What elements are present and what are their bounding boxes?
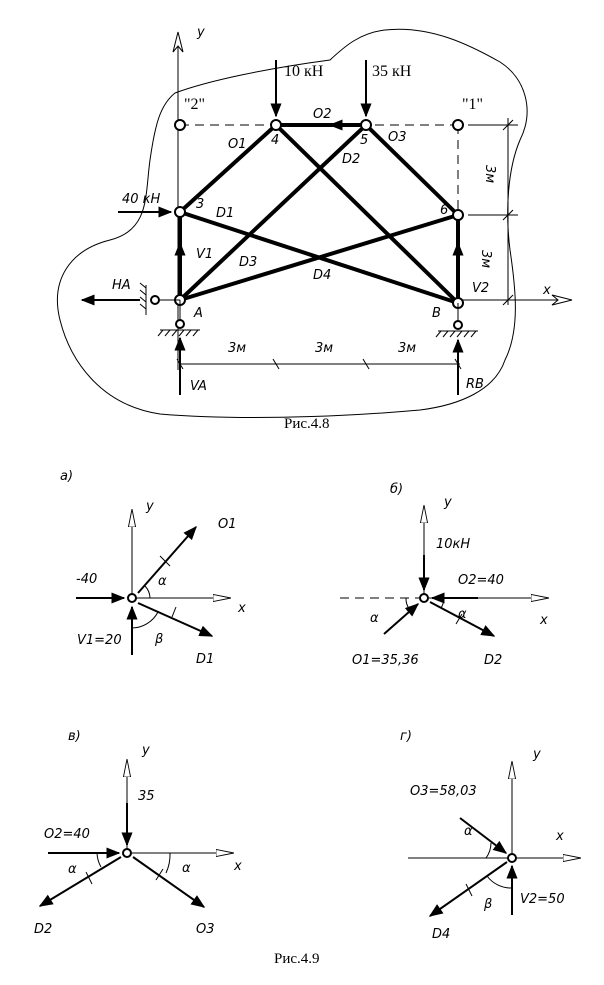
label-beta-g: β <box>483 897 492 912</box>
label-D2-v: D2 <box>34 922 52 937</box>
panel-tag-b: б) <box>390 482 403 497</box>
caption-fig-4-8: Рис.4.8 <box>284 416 330 432</box>
dim-label-v1: 3м <box>482 165 497 183</box>
bar-label-V2: V2 <box>472 281 489 296</box>
bar-D4 <box>179 213 459 302</box>
body-outline <box>56 28 528 418</box>
dim-label-h2: 3м <box>315 341 333 356</box>
node-label-4: 4 <box>271 133 279 148</box>
label-alpha-a: α <box>158 574 167 589</box>
point-1-marker <box>452 119 464 131</box>
y-axis-arrow <box>172 31 184 53</box>
force-arrow-O1-b <box>383 603 420 635</box>
bar-label-D1: D1 <box>216 206 234 221</box>
node-label-3: 3 <box>196 197 204 212</box>
x-axis-arrow <box>551 294 573 306</box>
panel-tag-g: г) <box>400 729 412 744</box>
axis-y-g: y <box>532 747 541 762</box>
load-label-5: 35 кН <box>372 63 412 80</box>
label-beta-a: β <box>154 632 163 647</box>
node-label-6: 6 <box>440 203 448 218</box>
label-O1-a: O1 <box>218 517 237 532</box>
label-O3-v: O3 <box>196 922 215 937</box>
node-label-5: 5 <box>360 133 368 148</box>
load-label-3: 40 кН <box>122 192 161 207</box>
dim-label-h1: 3м <box>228 341 246 356</box>
label-alpha-g: α <box>464 824 473 839</box>
panel-tag-v: в) <box>68 729 81 744</box>
label-alpha1-v: α <box>68 862 77 877</box>
y-axis-label: y <box>196 25 205 40</box>
bar-label-O2: O2 <box>313 107 332 122</box>
label-V2-g: V2=50 <box>520 892 565 907</box>
point-2-label: "2" <box>184 96 205 113</box>
bar-label-D4: D4 <box>313 268 331 283</box>
bar-label-D2: D2 <box>342 152 360 167</box>
axis-x-b: x <box>539 613 548 628</box>
label-10kN-b: 10кН <box>436 537 470 552</box>
axis-y-b: y <box>443 495 452 510</box>
bar-label-O3: O3 <box>388 130 407 145</box>
label-D1-a: D1 <box>196 652 214 667</box>
node-label-A: A <box>193 306 203 321</box>
x-axis-label: x <box>542 283 551 298</box>
figure-4-9-a: а) y x O1 -40 V1=20 D1 α β <box>60 469 246 667</box>
figure-4-9-b: б) y x 10кН O2=40 O1=35,36 D2 α α <box>340 482 548 668</box>
dim-label-v2: 3м <box>478 250 493 268</box>
label-alpha2-b: α <box>458 607 467 622</box>
point-1-label: "1" <box>462 96 483 113</box>
label-O3-g: O3=58,03 <box>410 784 477 799</box>
point-2-marker <box>174 119 186 131</box>
bar-label-D3: D3 <box>239 255 257 270</box>
label-35-v: 35 <box>138 789 155 804</box>
figure-4-9-v: в) y x 35 O2=40 D2 O3 α α <box>34 729 242 937</box>
dimension-lines <box>176 118 518 370</box>
figure-4-9-g: г) y x O3=58,03 V2=50 D4 α β <box>400 729 580 942</box>
node-6 <box>452 209 464 221</box>
reaction-label-RB: RB <box>466 377 484 392</box>
bar-D3 <box>178 123 368 302</box>
label-O2-b: O2=40 <box>458 573 504 588</box>
label-O2-v: O2=40 <box>44 827 90 842</box>
label-alpha1-b: α <box>370 611 379 626</box>
caption-fig-4-9: Рис.4.9 <box>274 951 320 967</box>
bar-label-O1: O1 <box>228 137 247 152</box>
figure-4-8: y x <box>56 25 573 432</box>
axis-x-g: x <box>555 829 564 844</box>
force-arrow-O3-v <box>132 856 206 908</box>
reaction-label-HA: HA <box>112 278 131 293</box>
label-D4-g: D4 <box>432 927 450 942</box>
bar-label-V1: V1 <box>196 247 213 262</box>
node-5 <box>360 119 372 131</box>
label-O1-b: O1=35,36 <box>352 653 419 668</box>
force-arrow-O1-a <box>137 525 197 594</box>
force-arrow-O3-g <box>459 817 508 854</box>
bar-O1 <box>178 123 278 214</box>
load-label-4: 10 кН <box>284 63 324 80</box>
force-arrow-D2-v <box>38 856 122 907</box>
node-3 <box>174 206 186 218</box>
dim-label-h3: 3м <box>398 341 416 356</box>
axis-y-v: y <box>141 743 150 758</box>
label-D2-b: D2 <box>484 653 502 668</box>
force-arrow-D1-a <box>137 602 214 637</box>
support-A <box>139 282 200 337</box>
node-4 <box>270 119 282 131</box>
axis-x-v: x <box>233 859 242 874</box>
support-B <box>435 303 478 338</box>
label-alpha2-v: α <box>182 861 191 876</box>
node-label-B: B <box>432 306 441 321</box>
bar-O3 <box>364 123 460 217</box>
axis-y-a: y <box>145 499 154 514</box>
reaction-label-VA: VA <box>190 379 207 394</box>
label-minus40-a: -40 <box>76 572 97 587</box>
panel-tag-a: а) <box>60 469 73 484</box>
bar-D2 <box>274 123 460 305</box>
axis-x-a: x <box>237 601 246 616</box>
label-V1-a: V1=20 <box>77 633 122 648</box>
